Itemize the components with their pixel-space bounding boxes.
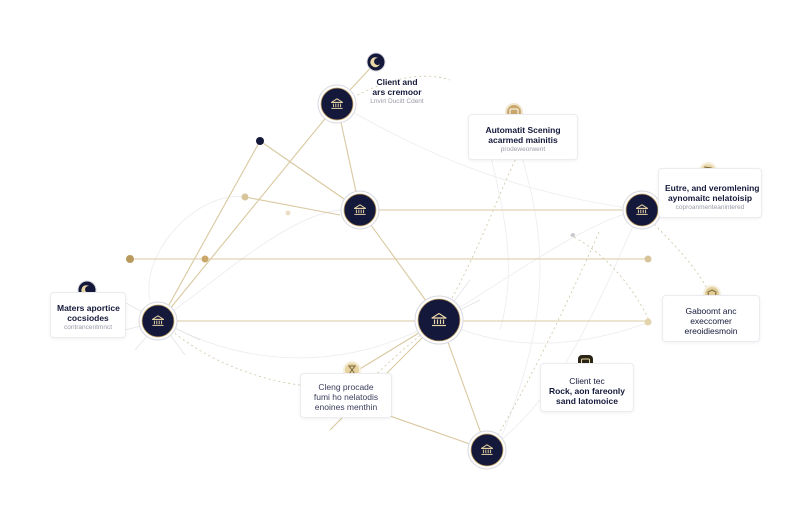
card-title-line: enoines menthin bbox=[314, 402, 378, 412]
card-eutre[interactable]: Eutre, and veromlening aynomaitc nelatoi… bbox=[658, 168, 762, 218]
card-title-line: aynomaitc nelatoisip bbox=[667, 193, 753, 203]
card-gaboomt[interactable]: Gaboomt anc execcomer ereoidiesmoin bbox=[662, 295, 760, 342]
card-subtitle-line: prodeweorwent bbox=[500, 146, 546, 153]
card-client-te[interactable]: Client tec Rock, aon fareonly sand latom… bbox=[540, 363, 634, 412]
card-title-line: Cleng procade bbox=[318, 382, 374, 392]
card-title-line: acarmed mainitis bbox=[488, 135, 558, 145]
dot-gray-1 bbox=[571, 233, 575, 237]
card-title-line: Eutre, and veromlening bbox=[665, 183, 760, 193]
dot-gold-4 bbox=[644, 318, 652, 326]
endpoint-dots bbox=[126, 137, 652, 326]
hub-left[interactable] bbox=[138, 301, 178, 341]
dot-gold-2 bbox=[201, 255, 209, 263]
card-mators[interactable]: Maters aportice cocsiodes contrancentmnc… bbox=[50, 292, 126, 338]
card-subtitle-line: Lnvirt Ducitt Cdent bbox=[370, 98, 424, 105]
hub-bottom[interactable] bbox=[467, 430, 507, 470]
moon-icon bbox=[370, 57, 380, 68]
card-title-line: fumi ho nelatodis bbox=[313, 392, 379, 402]
badge-client-cr bbox=[366, 52, 386, 72]
card-title-line: Automatit Scening bbox=[485, 125, 561, 135]
card-client-cr[interactable]: Client and ars cremoor Lnvirt Ducitt Cde… bbox=[358, 72, 436, 112]
card-cleng[interactable]: Cleng procade fumi ho nelatodis enoines … bbox=[300, 373, 392, 418]
card-subtitle-line: coproanmenteanintered bbox=[675, 204, 745, 211]
card-title-line: execcomer bbox=[690, 316, 732, 326]
card-automatic[interactable]: Automatit Scening acarmed mainitis prode… bbox=[468, 114, 578, 160]
dot-navy-1 bbox=[256, 137, 264, 145]
hub-mid[interactable] bbox=[340, 190, 380, 230]
dot-gold-3 bbox=[644, 255, 652, 263]
dot-gold-1 bbox=[126, 255, 134, 263]
card-title-line: sand latomoice bbox=[556, 396, 618, 406]
dot-gold-5 bbox=[241, 193, 249, 201]
card-title-line: Client tec bbox=[569, 376, 605, 386]
hub-top[interactable] bbox=[317, 84, 357, 124]
card-subtitle-line: contrancentmnct bbox=[63, 324, 113, 331]
card-title-line: Gaboomt anc bbox=[685, 306, 737, 316]
hub-right[interactable] bbox=[622, 190, 662, 230]
card-title-line: ereoidiesmoin bbox=[684, 326, 738, 336]
hubs bbox=[138, 84, 662, 470]
dot-gold-6 bbox=[285, 210, 291, 216]
card-title-line: Maters aportice bbox=[57, 303, 120, 313]
card-title-line: cocsiodes bbox=[67, 313, 109, 323]
hub-center[interactable] bbox=[414, 295, 464, 345]
card-title-line: Rock, aon fareonly bbox=[548, 386, 626, 396]
card-title-line: Client and bbox=[376, 77, 418, 87]
card-title-line: ars cremoor bbox=[372, 87, 422, 97]
